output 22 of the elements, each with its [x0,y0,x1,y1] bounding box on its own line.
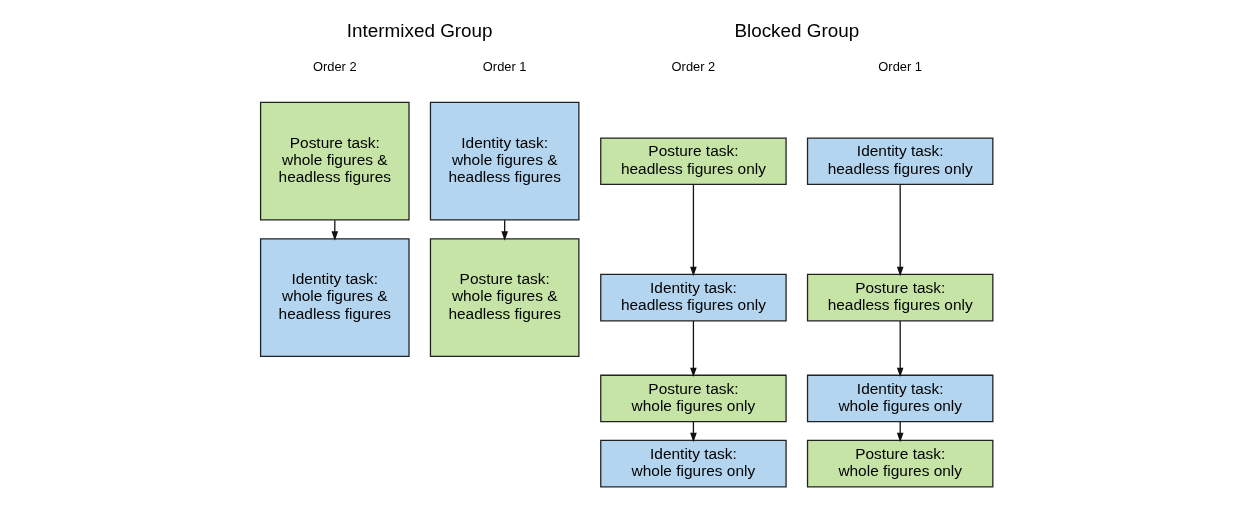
label: Order 2 [312,59,357,75]
node-box: Identity task: whole figures & headless figures [259,238,410,358]
node-box: Identity task: whole figures only [806,374,993,423]
label: Order 1 [482,59,526,75]
node-box: Posture task: whole figures & headless figures [429,238,580,358]
node-box: Posture task: whole figures only [806,439,993,488]
arrow [689,320,697,378]
label: Blocked Group [733,19,859,41]
node-box: Identity task: headless figures only [599,273,787,322]
label: Intermixed Group [346,19,493,41]
label: Order 1 [877,59,922,75]
node-box: Posture task: whole figures only [599,374,787,423]
arrow [896,320,903,378]
node-box: Posture task: whole figures & headless figures [259,101,410,221]
arrow [689,183,697,277]
node-box: Identity task: headless figures only [806,137,993,185]
node-box: Identity task: whole figures & headless figures [429,101,580,221]
arrow [896,183,903,277]
node-box: Identity task: whole figures only [599,439,787,488]
node-box: Posture task: headless figures only [599,137,787,185]
node-box: Posture task: headless figures only [806,273,993,322]
label: Order 2 [671,59,715,75]
